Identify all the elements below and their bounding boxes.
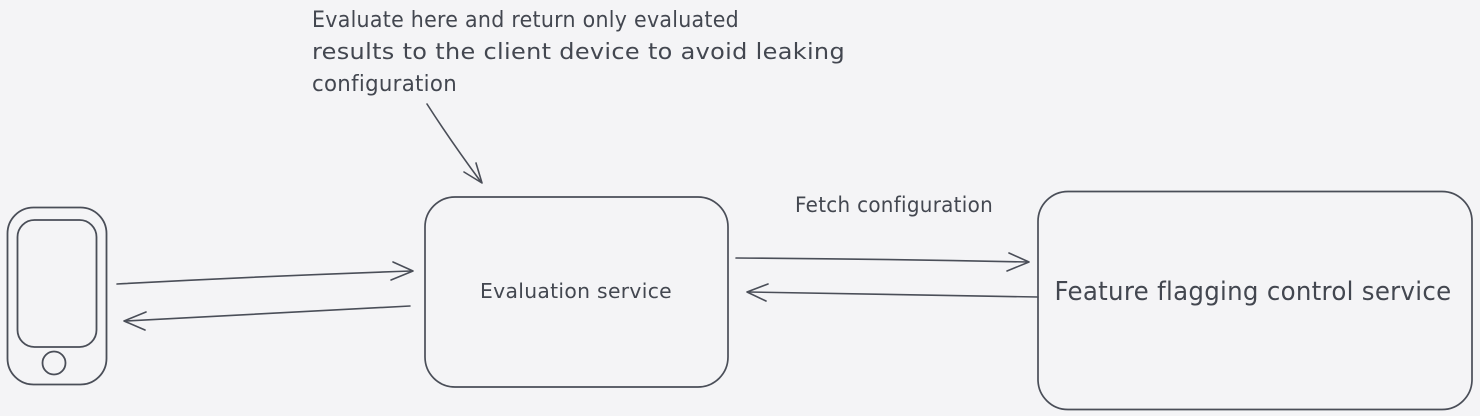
arrow-line xyxy=(426,103,482,183)
evaluation-service-label: Evaluation service xyxy=(480,279,672,303)
smartphone-home-button xyxy=(41,350,67,376)
evaluation-service-node xyxy=(424,196,729,388)
arrow-line xyxy=(735,257,1029,263)
arrowhead-left-icon xyxy=(746,283,769,302)
arrow-evaluation-service-to-client xyxy=(123,305,411,331)
annotation-line: Evaluate here and return only evaluated xyxy=(312,8,739,33)
fetch-configuration-label: Fetch configuration xyxy=(795,193,993,217)
feature-flagging-service-node xyxy=(1037,190,1473,411)
arrow-line xyxy=(116,270,413,285)
arrow-evaluation-to-flagging-service xyxy=(735,252,1030,272)
annotation-line: results to the client device to avoid le… xyxy=(312,40,845,65)
arrowhead-left-icon xyxy=(123,311,147,331)
arrow-client-to-evaluation-service xyxy=(116,261,414,285)
diagram-labels: Evaluate here and return only evaluated … xyxy=(312,8,1452,307)
annotation-note: Evaluate here and return only evaluated … xyxy=(312,8,845,97)
feature-flagging-service-label: Feature flagging control service xyxy=(1055,277,1452,307)
arrow-line xyxy=(124,305,411,322)
arrowhead-right-icon xyxy=(390,261,414,281)
arrowhead-down-icon xyxy=(463,162,483,184)
annotation-pointer-arrow xyxy=(426,103,483,184)
annotation-line: configuration xyxy=(312,72,457,97)
arrow-flagging-service-to-evaluation xyxy=(746,283,1039,302)
arrowhead-right-icon xyxy=(1006,252,1030,272)
smartphone-icon xyxy=(6,206,108,386)
diagram-shapes xyxy=(6,103,1473,411)
smartphone-body xyxy=(6,206,108,386)
smartphone-screen xyxy=(16,219,98,348)
arrow-line xyxy=(747,291,1039,298)
